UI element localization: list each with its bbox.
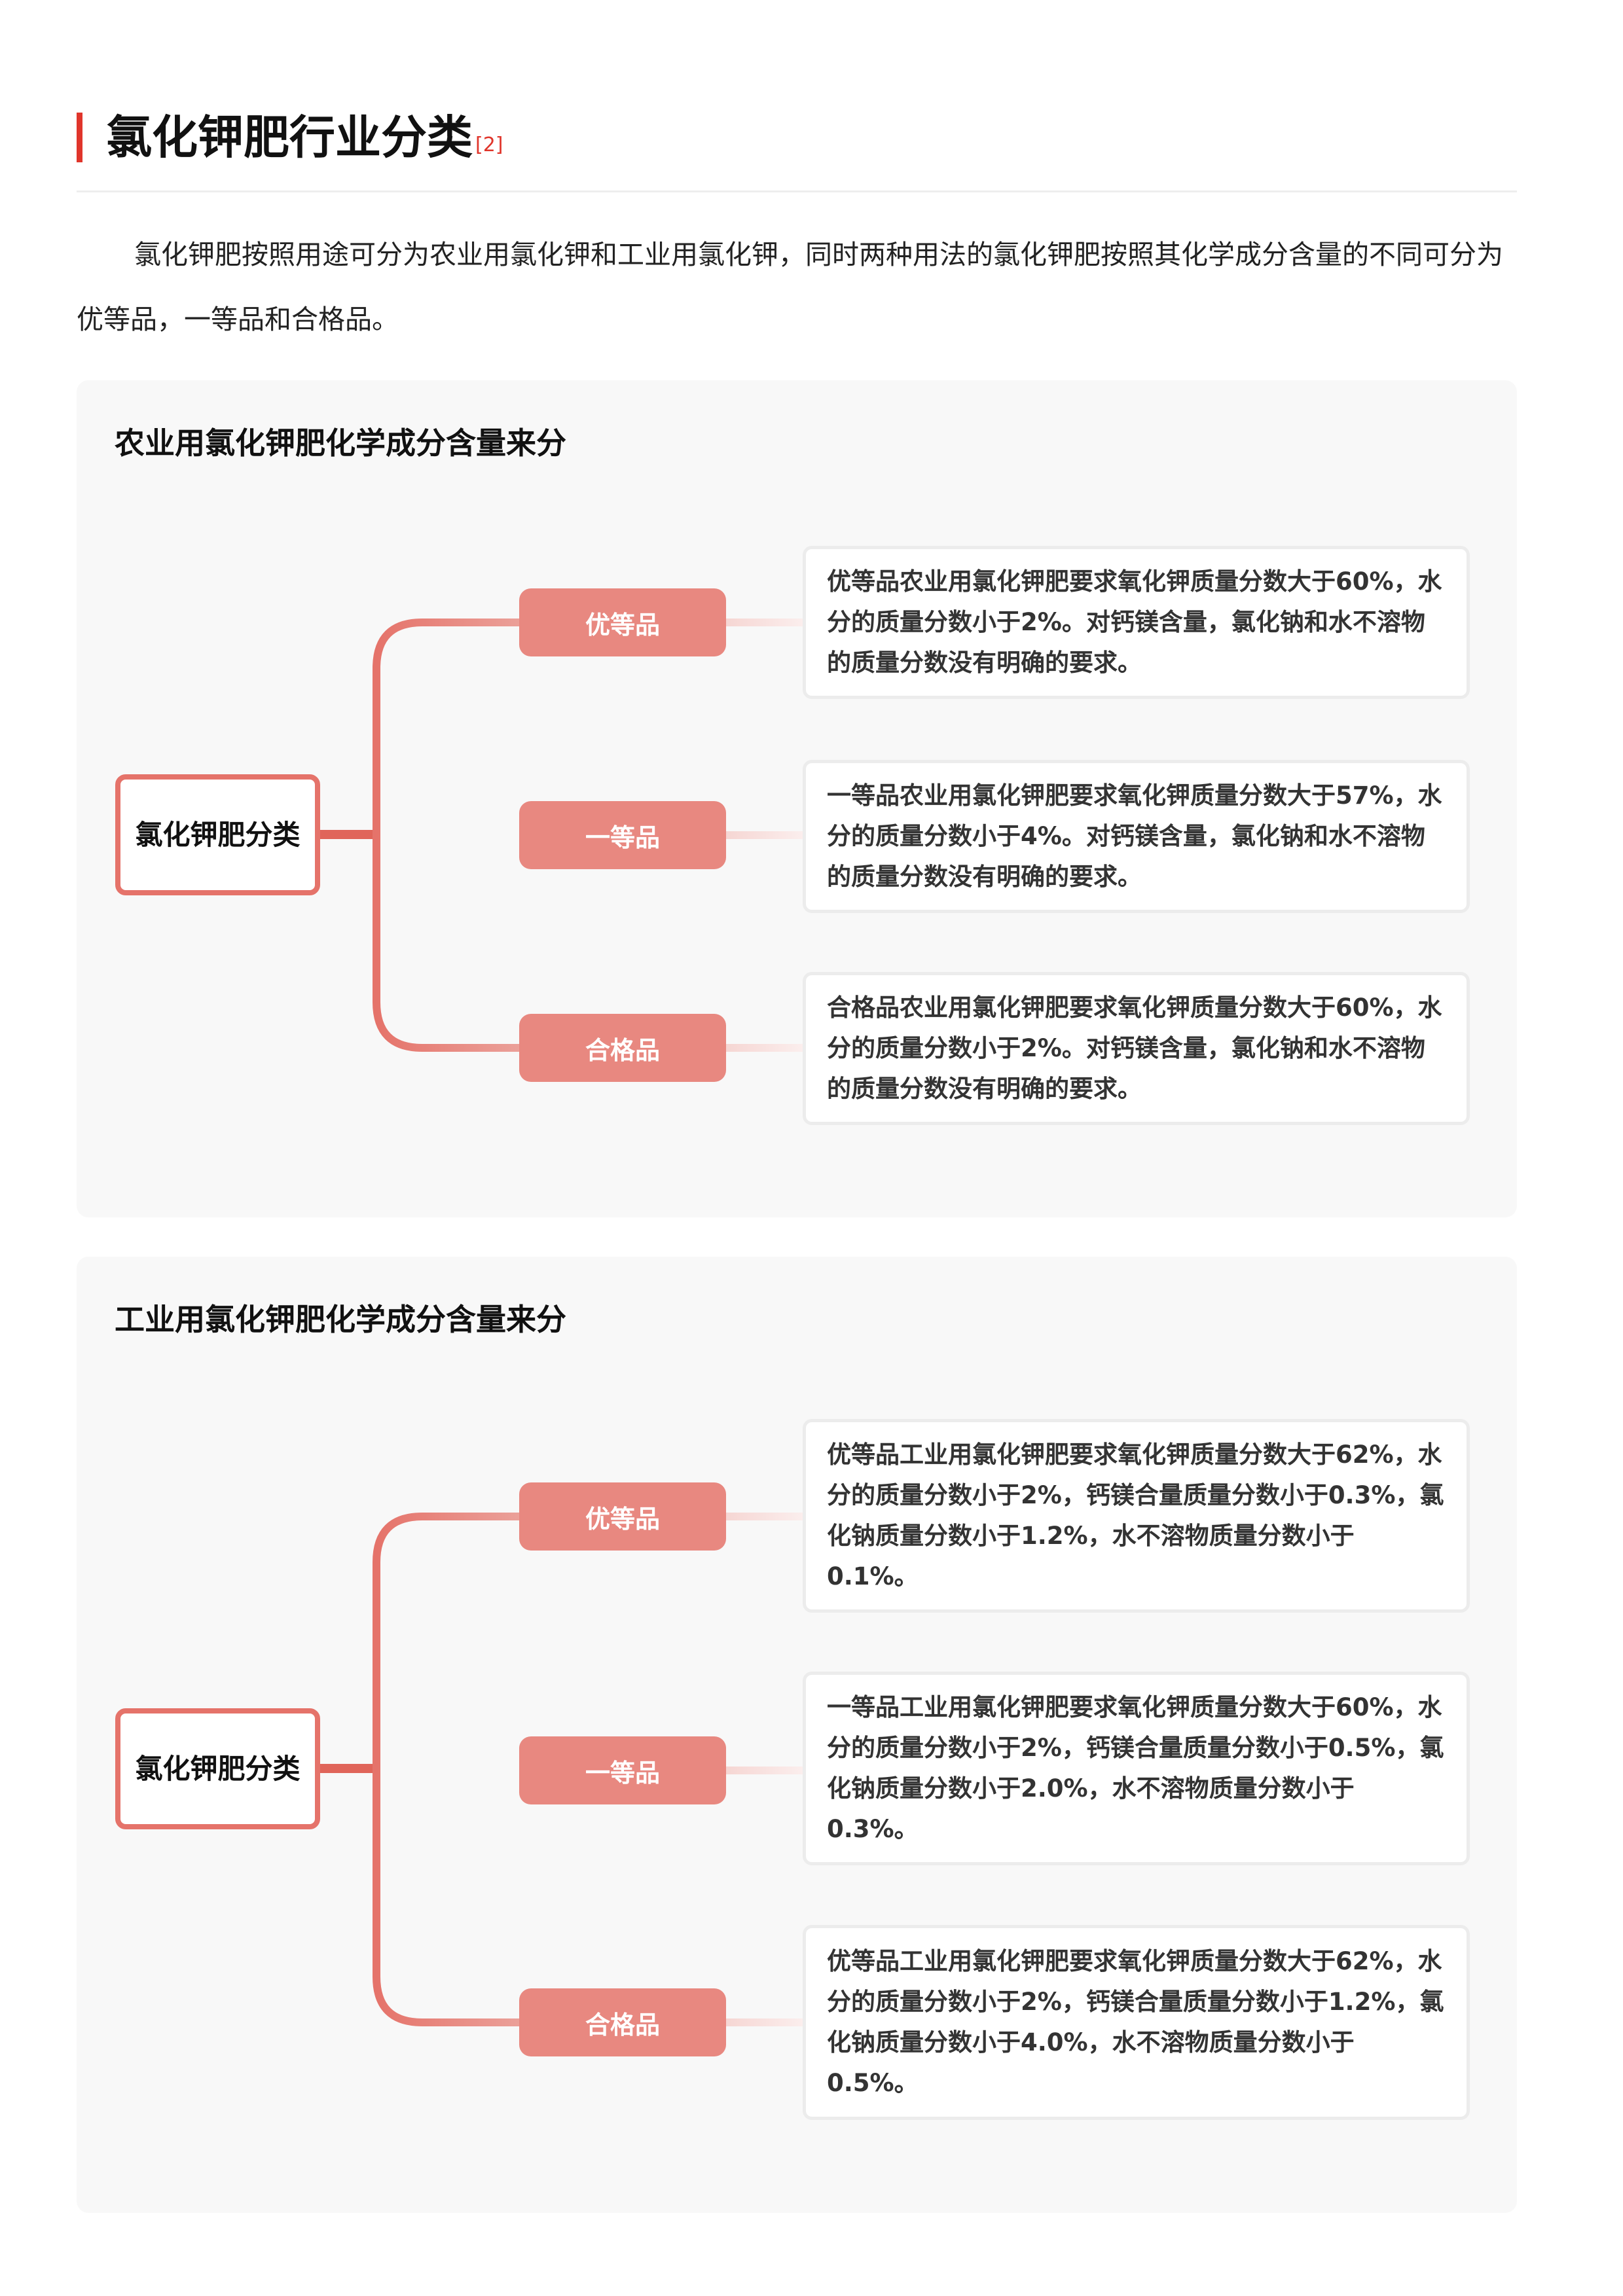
node-premium: 优等品 bbox=[519, 588, 726, 656]
mindmap-connectors bbox=[320, 619, 803, 1052]
node-qualified: 合格品 bbox=[519, 1014, 726, 1082]
page-title: 氯化钾肥行业分类[2] bbox=[106, 108, 503, 167]
root-node: 氯化钾肥分类 bbox=[115, 774, 320, 895]
panel-title: 农业用氯化钾肥化学成分含量来分 bbox=[115, 425, 566, 461]
title-text: 氯化钾肥行业分类 bbox=[106, 111, 473, 164]
desc-premium: 优等品农业用氯化钾肥要求氧化钾质量分数大于60%，水分的质量分数小于2%。对钙镁… bbox=[803, 546, 1470, 699]
panel-title: 工业用氯化钾肥化学成分含量来分 bbox=[115, 1302, 566, 1337]
desc-first-grade: 一等品农业用氯化钾肥要求氧化钾质量分数大于57%，水分的质量分数小于4%。对钙镁… bbox=[803, 760, 1470, 913]
mindmap-connectors bbox=[320, 1513, 803, 2026]
node-premium: 优等品 bbox=[519, 1482, 726, 1551]
industrial-classification-panel: 工业用氯化钾肥化学成分含量来分 氯化钾肥分类 优等品 一等品 合格品 优等品工业… bbox=[77, 1257, 1517, 2213]
desc-qualified: 合格品农业用氯化钾肥要求氧化钾质量分数大于60%，水分的质量分数小于2%。对钙镁… bbox=[803, 972, 1470, 1125]
desc-first-grade: 一等品工业用氯化钾肥要求氧化钾质量分数大于60%，水分的质量分数小于2%，钙镁合… bbox=[803, 1672, 1470, 1865]
root-node: 氯化钾肥分类 bbox=[115, 1708, 320, 1829]
node-first-grade: 一等品 bbox=[519, 1736, 726, 1804]
agri-classification-panel: 农业用氯化钾肥化学成分含量来分 氯化钾肥分类 优等品 一等品 合格品 优等品农业… bbox=[77, 380, 1517, 1217]
intro-paragraph: 氯化钾肥按照用途可分为农业用氯化钾和工业用氯化钾，同时两种用法的氯化钾肥按照其化… bbox=[77, 239, 1503, 335]
node-first-grade: 一等品 bbox=[519, 801, 726, 869]
title-accent-bar bbox=[77, 113, 82, 162]
desc-qualified: 优等品工业用氯化钾肥要求氧化钾质量分数大于62%，水分的质量分数小于2%，钙镁合… bbox=[803, 1925, 1470, 2120]
desc-premium: 优等品工业用氯化钾肥要求氧化钾质量分数大于62%，水分的质量分数小于2%，钙镁合… bbox=[803, 1419, 1470, 1613]
reference-link[interactable]: [2] bbox=[475, 134, 503, 156]
node-qualified: 合格品 bbox=[519, 1988, 726, 2056]
divider bbox=[77, 190, 1517, 192]
